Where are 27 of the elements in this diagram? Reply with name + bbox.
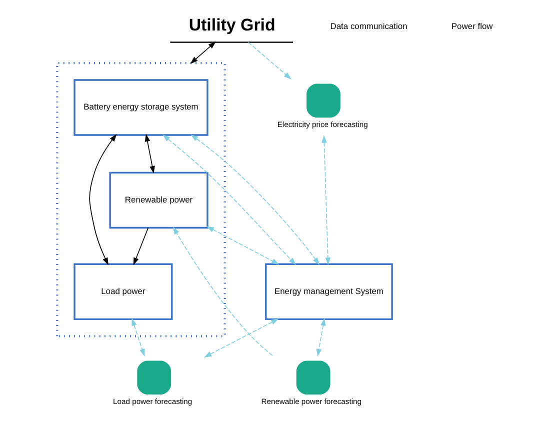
arrow xyxy=(132,318,145,357)
arrow xyxy=(204,318,279,358)
legend-label: Data communication xyxy=(330,21,408,32)
node-box: Renewable power xyxy=(109,172,208,229)
node-label: Renewable power forecasting xyxy=(261,397,362,406)
arrow xyxy=(248,42,292,80)
cluster xyxy=(56,62,226,338)
node-box: Battery energy storage system xyxy=(74,79,208,136)
arrow xyxy=(190,134,320,266)
node-box: Energy management System xyxy=(265,263,393,320)
arrow xyxy=(322,135,331,266)
node-box xyxy=(306,84,340,118)
node-label: Electricity price forecasting xyxy=(277,120,368,130)
arrow xyxy=(206,226,280,265)
arrow xyxy=(190,42,216,64)
legend-label: Power flow xyxy=(451,21,493,32)
arrow xyxy=(144,134,155,174)
arrow xyxy=(172,226,273,356)
arrow xyxy=(162,134,296,266)
arrow xyxy=(89,134,117,266)
node-box: Load power xyxy=(74,263,173,320)
node-text: Utility Grid xyxy=(188,15,276,34)
node-box xyxy=(296,360,330,395)
arrow xyxy=(133,227,149,266)
node-label: Load power forecasting xyxy=(113,397,192,406)
arrow xyxy=(316,318,326,357)
node-box xyxy=(137,360,172,395)
